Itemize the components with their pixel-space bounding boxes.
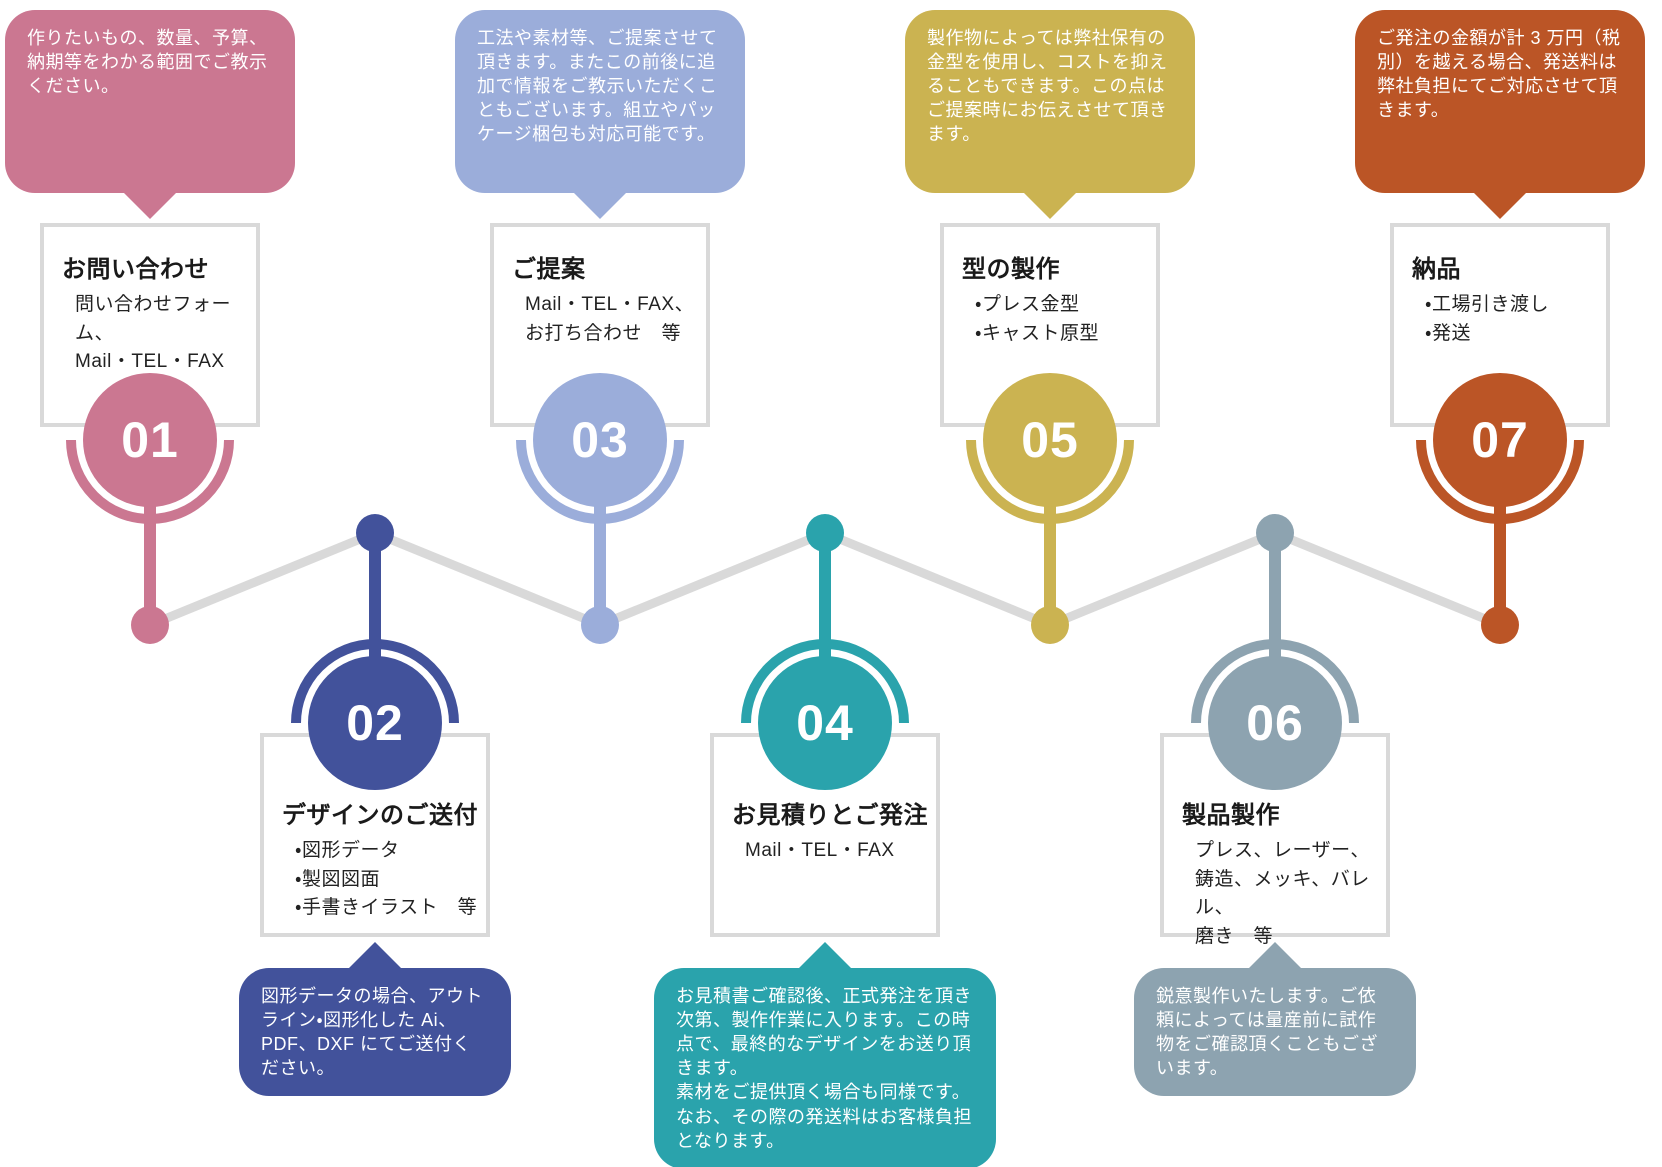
process-flow-diagram: 作りたいもの、数量、予算、納期等をわかる範囲でご教示ください。 お問い合わせ 問… bbox=[5, 10, 1645, 1167]
zigzag-connector-line bbox=[148, 528, 1502, 630]
